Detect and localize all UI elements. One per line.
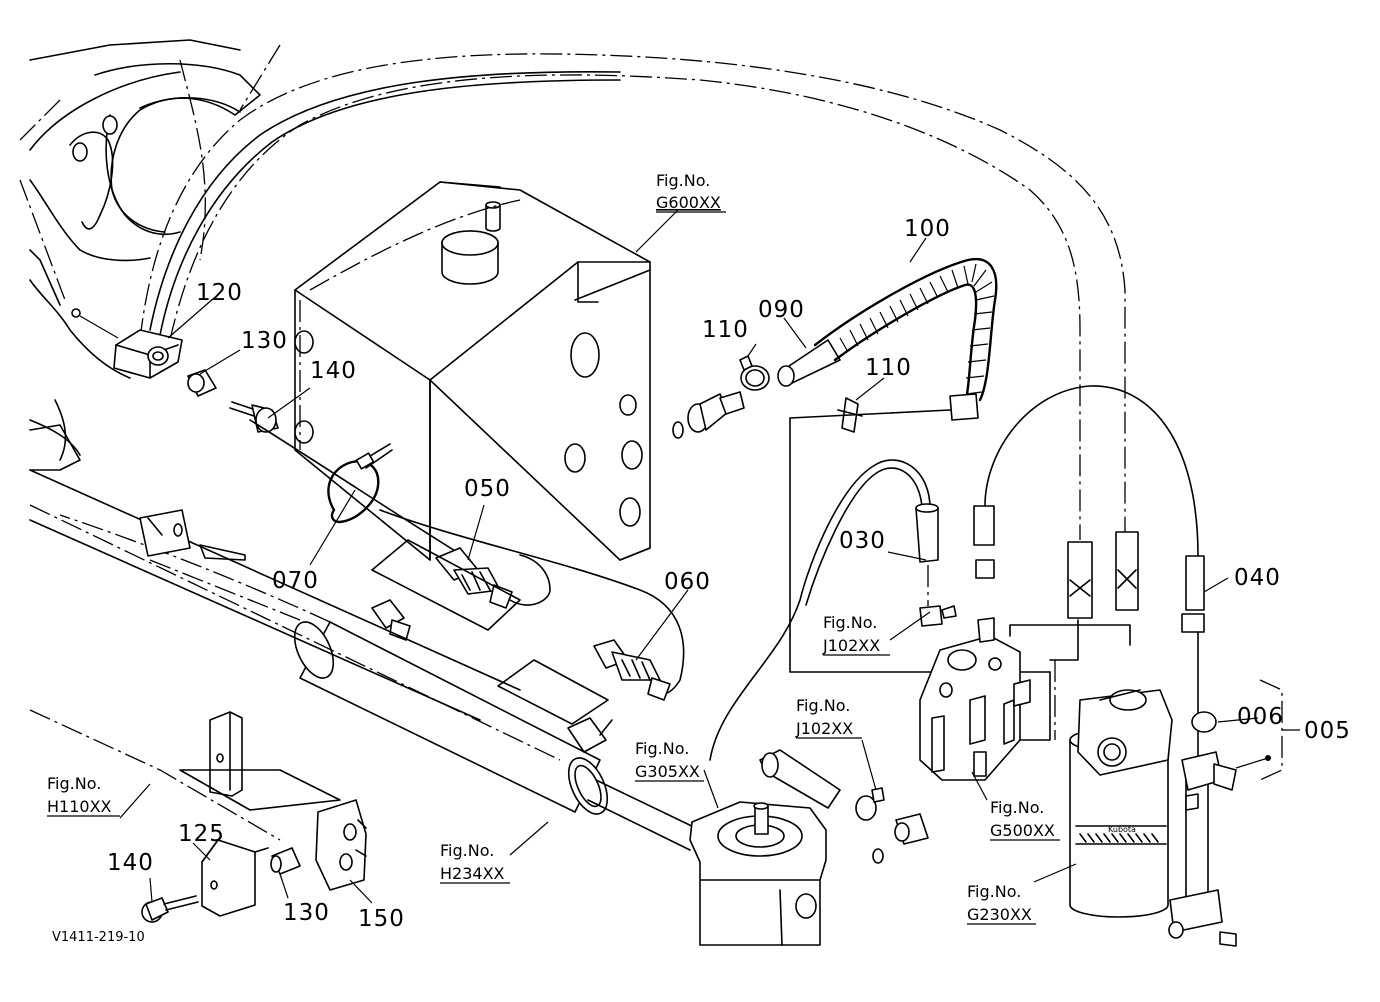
part-label-130-lower: 130	[283, 900, 330, 926]
tractor-body-outline	[19, 39, 281, 461]
part-label-100: 100	[904, 216, 951, 242]
fig-ref-j102-lower: J102XX	[795, 719, 853, 738]
fig-ref-label: Fig.No.	[967, 882, 1021, 901]
connector-050	[249, 419, 551, 631]
fig-ref-label: Fig.No.	[440, 841, 494, 860]
oil-filter: Kubota	[1069, 689, 1271, 947]
fig-ref-h234: H234XX	[440, 864, 505, 883]
diagram-code: V1411-219-10	[52, 930, 145, 945]
fig-ref-label: Fig.No.	[635, 739, 689, 758]
fig-ref-g230: G230XX	[967, 905, 1032, 924]
part-label-050: 050	[464, 476, 511, 502]
frame-lower-left	[29, 424, 561, 923]
fig-ref-j102-upper: J102XX	[822, 636, 880, 655]
part-label-140: 140	[310, 358, 357, 384]
part-label-070: 070	[272, 568, 319, 594]
fig-ref-g500: G500XX	[990, 821, 1055, 840]
hydraulic-cylinder	[59, 514, 701, 851]
part-label-090: 090	[758, 297, 805, 323]
part-label-120: 120	[196, 280, 243, 306]
wiring-harness-loop	[139, 53, 1126, 540]
hydraulic-pump	[689, 749, 929, 946]
part-number-labels: 120 130 140 050 070 060 100 090 110 110 …	[107, 216, 1351, 932]
part-label-110-upper: 110	[702, 317, 749, 343]
fig-ref-g305: G305XX	[635, 762, 700, 781]
fig-ref-label: Fig.No.	[990, 798, 1044, 817]
part-label-005: 005	[1304, 718, 1351, 744]
reference-lines	[1054, 660, 1300, 781]
part-label-140-lower: 140	[107, 850, 154, 876]
leader-lines	[119, 209, 1259, 904]
part-label-130: 130	[241, 328, 288, 354]
filter-brand-label: Kubota	[1108, 825, 1136, 834]
fig-ref-label: Fig.No.	[823, 613, 877, 632]
fig-ref-h110: H110XX	[47, 797, 112, 816]
hose-assembly	[672, 257, 1051, 673]
fig-ref-label: Fig.No.	[796, 696, 850, 715]
fig-ref-g600: G600XX	[656, 193, 721, 212]
figure-reference-labels: Fig.No. G600XX Fig.No. J102XX Fig.No. J1…	[47, 171, 1060, 925]
fig-ref-label: Fig.No.	[656, 171, 710, 190]
part-label-060: 060	[664, 569, 711, 595]
fig-ref-label: Fig.No.	[47, 774, 101, 793]
part-label-006: 006	[1237, 704, 1284, 730]
part-label-040: 040	[1234, 565, 1281, 591]
part-label-110-lower: 110	[865, 355, 912, 381]
connector-060	[379, 509, 685, 725]
part-label-125: 125	[178, 821, 225, 847]
part-label-150: 150	[358, 906, 405, 932]
part-label-030: 030	[839, 528, 886, 554]
hydraulic-tank	[294, 181, 651, 561]
control-valve	[709, 385, 1205, 781]
